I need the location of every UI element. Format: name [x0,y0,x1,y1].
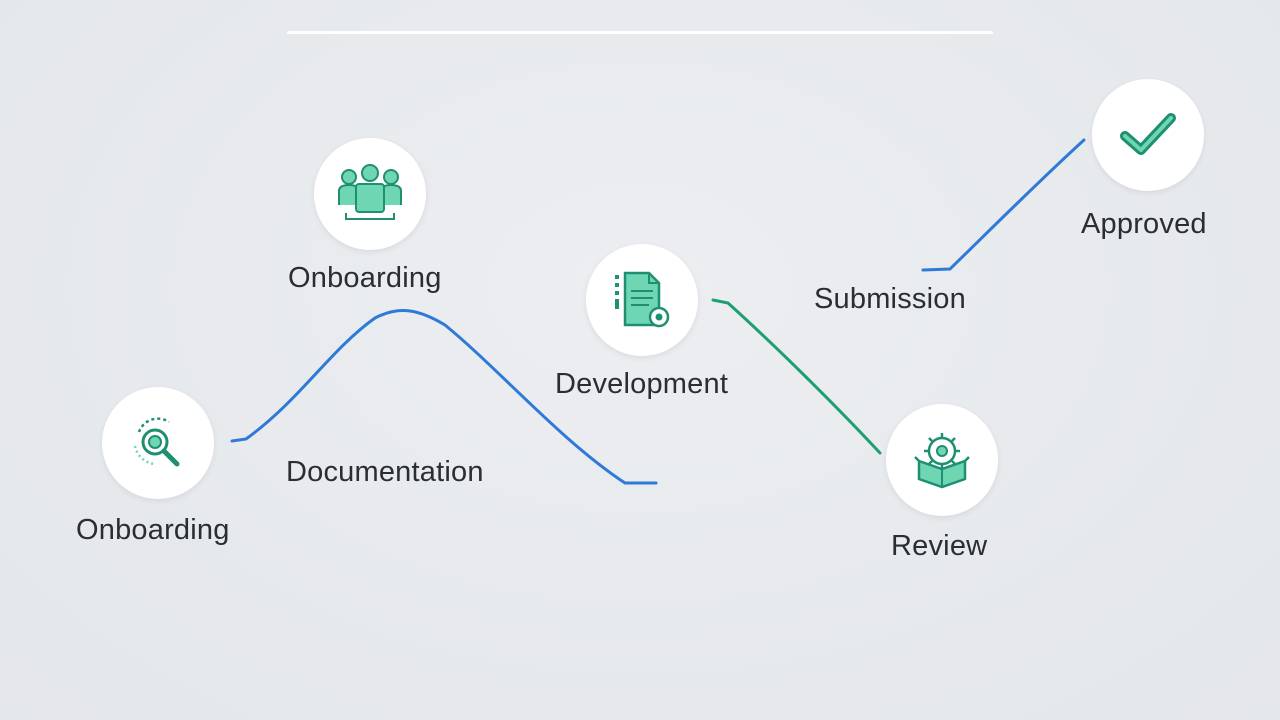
step-label-onboarding-2: Onboarding [288,262,442,294]
checkmark-icon [1120,113,1176,155]
step-node-review [886,404,998,516]
step-node-approved [1092,79,1204,191]
step-label-onboarding-1: Onboarding [76,514,230,546]
step-label-documentation: Documentation [286,456,484,488]
gear-box-icon [914,433,970,489]
document-icon [615,271,670,328]
team-icon [338,164,402,220]
step-label-review: Review [891,530,988,562]
connector-submission-to-approved [921,138,1086,272]
top-divider [287,31,993,34]
step-node-onboarding-team [314,138,426,250]
connector-development-to-review [711,298,882,455]
step-node-onboarding-search [102,387,214,499]
magnifier-icon [133,417,180,467]
connector-onboarding-to-documentation [230,309,658,485]
step-label-development: Development [555,368,729,400]
step-node-development [586,244,698,356]
step-label-approved: Approved [1081,208,1207,240]
step-label-submission: Submission [814,283,966,315]
